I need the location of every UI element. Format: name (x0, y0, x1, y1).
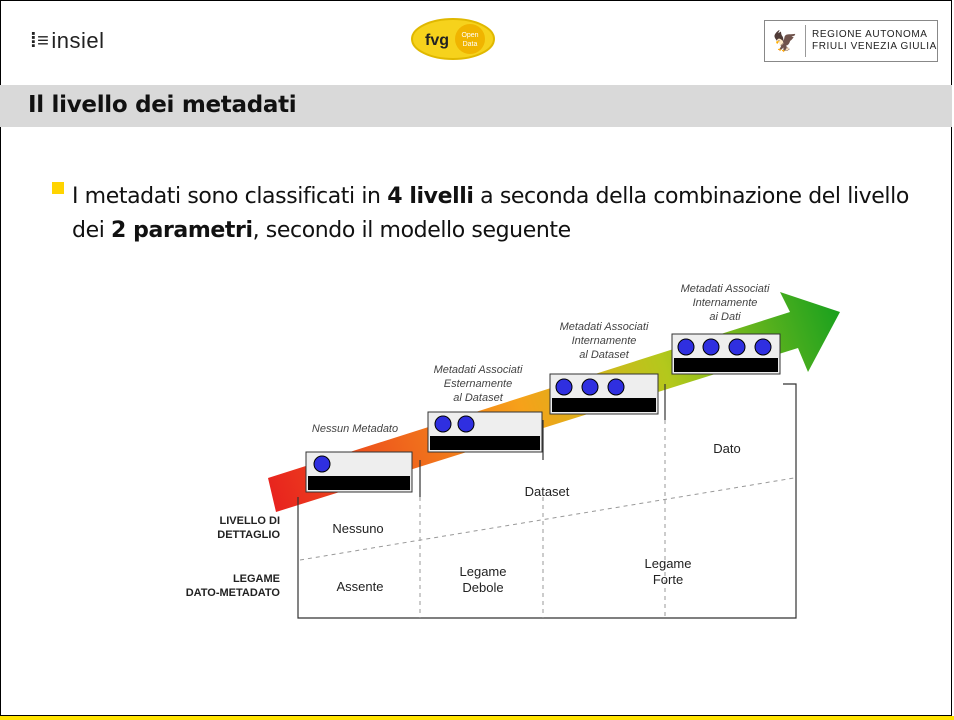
step-level-1 (305, 451, 413, 493)
step-1-label: Nessun Metadato (312, 423, 398, 435)
metadata-dot (313, 455, 331, 473)
link-cell-forte-1: Legame (645, 556, 692, 571)
metadata-dot (434, 415, 452, 433)
row-label-detail-1: LIVELLO DI (220, 515, 281, 527)
step-level-4 (671, 333, 781, 375)
insiel-logo: ⁞≡ insiel (30, 28, 104, 54)
link-cell-forte-2: Forte (653, 572, 683, 587)
step-3-label-line-2: Internamente (572, 335, 637, 347)
region-line-1: REGIONE AUTONOMA (812, 29, 928, 40)
fvg-open-data-logo: fvg Open Data (411, 18, 495, 60)
metadata-dot (702, 338, 720, 356)
insiel-logo-text: insiel (51, 28, 105, 53)
detail-cell-dato: Dato (713, 441, 740, 456)
row-label-link-2: DATO-METADATO (186, 587, 281, 599)
region-logo: 🦅 REGIONE AUTONOMA FRIULI VENEZIA GIULIA (764, 20, 938, 62)
bullet-marker (52, 182, 64, 194)
bullet-bold-1: 4 livelli (387, 184, 474, 209)
step-2-label-line-2: Esternamente (444, 378, 512, 390)
metadata-dot (607, 378, 625, 396)
region-line-2: FRIULI VENEZIA GIULIA (812, 41, 937, 52)
fvg-badge-open: Open (461, 32, 478, 39)
bullet-bold-2: 2 parametri (111, 218, 253, 243)
detail-matrix (297, 383, 797, 619)
step-level-2 (427, 411, 543, 453)
step-level-3 (549, 373, 659, 415)
metadata-dot (457, 415, 475, 433)
link-cell-debole-1: Legame (460, 564, 507, 579)
footer-accent-bar (0, 716, 954, 720)
step-2-label-line-1: Metadati Associati (434, 364, 523, 376)
bullet-part-3: , secondo il modello seguente (252, 218, 572, 243)
metadata-dot (754, 338, 772, 356)
metadata-dot (555, 378, 573, 396)
step-2-label-line-3: al Dataset (453, 392, 503, 404)
eagle-emblem-icon: 🦅 (772, 30, 798, 53)
step-4-label-line-1: Metadati Associati (681, 283, 770, 295)
step-4-label-line-3: ai Dati (709, 311, 741, 323)
bullet-part-2: a seconda della combinazione del livello… (72, 184, 909, 243)
link-cell-debole-2: Debole (462, 580, 503, 595)
detail-cell-nessuno: Nessuno (332, 521, 383, 536)
row-label-link-1: LEGAME (233, 573, 280, 585)
bullet-part-1: I metadati sono classificati in (72, 184, 388, 209)
step-3-label-line-3: al Dataset (579, 349, 629, 361)
metadata-dot (728, 338, 746, 356)
insiel-mark-icon: ⁞≡ (30, 29, 50, 52)
fvg-logo-text: fvg (425, 32, 449, 49)
bullet-text: I metadati sono classificati in 4 livell… (72, 180, 932, 248)
row-label-detail-2: DETTAGLIO (217, 529, 280, 541)
matrix-dividers (299, 420, 795, 618)
title-bar: Il livello dei metadati (0, 85, 952, 127)
metadata-dot (581, 378, 599, 396)
metadata-dot (677, 338, 695, 356)
link-cell-assente: Assente (337, 579, 384, 594)
logo-separator (805, 25, 806, 57)
slide-title: Il livello dei metadati (28, 92, 297, 118)
fvg-badge-data: Data (463, 41, 478, 48)
step-4-label-line-2: Internamente (693, 297, 758, 309)
step-3-label-line-1: Metadati Associati (560, 321, 649, 333)
detail-cell-dataset: Dataset (525, 484, 570, 499)
